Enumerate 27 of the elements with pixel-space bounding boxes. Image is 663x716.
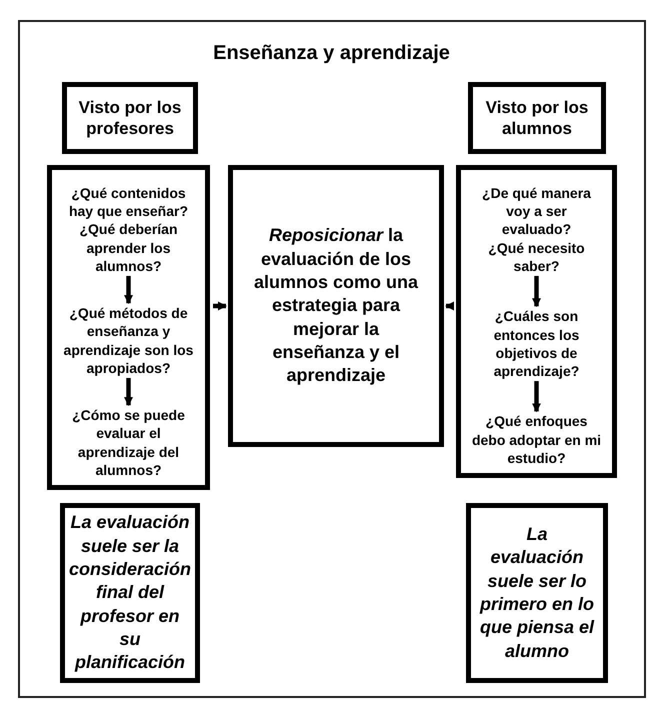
box-text: La evaluación suele ser la consideración final del profesor en su planificación xyxy=(68,511,192,674)
box-text: Visto por los profesores xyxy=(78,96,182,140)
question-text: ¿Qué métodos de enseñanza y aprendizaje son los apropiados? xyxy=(62,304,194,377)
box-text: Visto por los alumnos xyxy=(484,96,590,140)
question-text: ¿Qué deberían aprender los alumnos? xyxy=(78,220,179,275)
header-box xyxy=(62,82,198,154)
question-text: ¿De qué manera voy a ser evaluado? xyxy=(481,184,592,239)
question-panel xyxy=(456,165,617,478)
question-text: ¿Qué contenidos hay que enseñar? xyxy=(68,184,190,220)
box-text: La evaluación suele ser lo primero en lo que piensa el alumno xyxy=(479,522,595,663)
question-panel xyxy=(47,165,210,490)
arrow xyxy=(532,276,541,308)
arrow xyxy=(213,302,227,310)
process-box xyxy=(228,165,444,447)
question-text: ¿Cuáles son entonces los objetivos de aprendizaje? xyxy=(492,307,580,380)
note-box xyxy=(466,503,608,683)
question-text: ¿Qué necesito saber? xyxy=(487,238,586,275)
title: Enseñanza y aprendizaje xyxy=(212,42,451,65)
question-text: ¿Qué enfoques debo adoptar en mi estudio? xyxy=(471,412,602,467)
arrow xyxy=(124,276,133,304)
question-text: ¿Cómo se puede evaluar el aprendizaje del alumnos? xyxy=(71,406,186,479)
note-box xyxy=(60,503,200,683)
arrow xyxy=(445,302,454,310)
header-box xyxy=(468,82,606,154)
arrow xyxy=(532,381,541,412)
box-text: Reposicionar la evaluación de los alumnos como una estrategia para mejorar la enseñanza y el aprendizaje xyxy=(252,224,420,388)
arrow xyxy=(124,378,133,406)
